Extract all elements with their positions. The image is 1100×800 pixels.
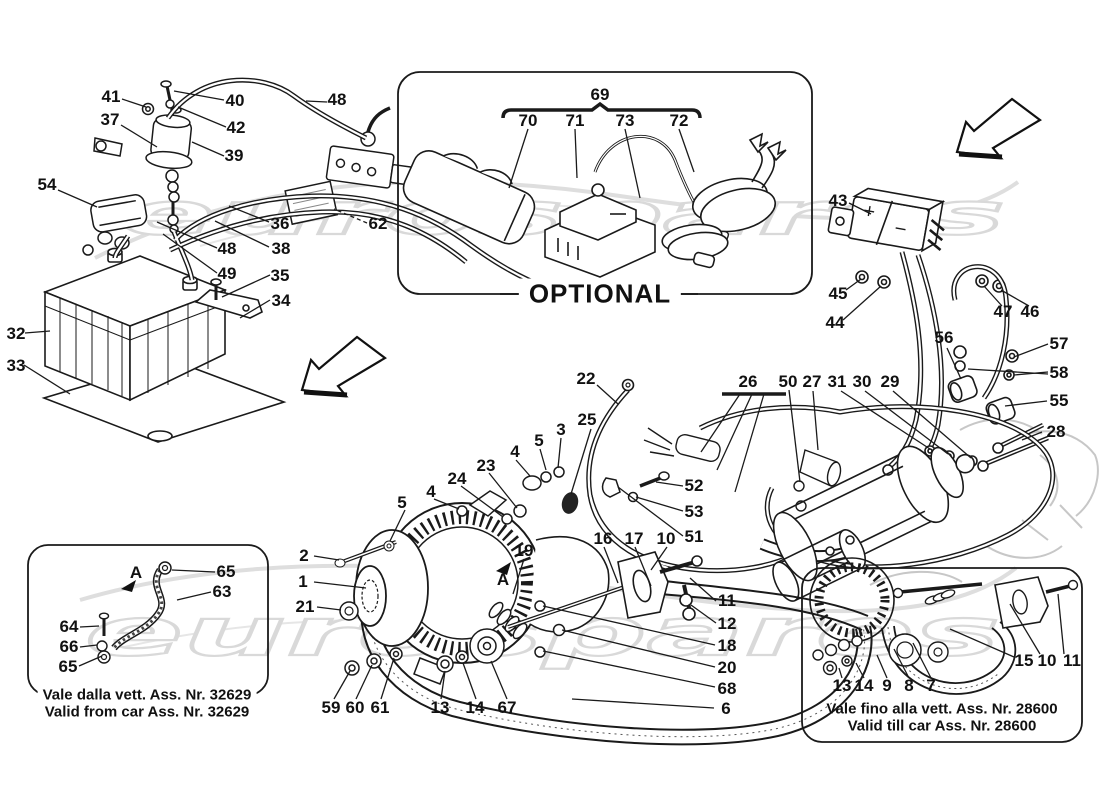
drive-belt [360, 578, 873, 746]
pulley-hardware-row [344, 628, 505, 676]
pivot-bolt-2 [334, 540, 397, 568]
cable-coil-72 [692, 132, 787, 233]
wiring-harness [561, 378, 1056, 574]
cable-coil-73b [661, 223, 729, 269]
leader-lines [23, 90, 1065, 709]
tensioner-bracket-10 [617, 551, 703, 621]
tension-spring [488, 601, 528, 640]
direction-arrow-icon-mid-left [300, 335, 387, 398]
adjuster-screw-52 [601, 471, 670, 503]
battery-cables [112, 77, 559, 296]
inset-till-car-caption-italian: Vale fino alla vett. Ass. Nr. 28600 [826, 700, 1058, 718]
inset-till-car-caption-english: Valid till car Ass. Nr. 28600 [847, 717, 1037, 735]
alternator-drawing [334, 466, 873, 746]
optional-box [397, 71, 813, 295]
optional-box-label: OPTIONAL [518, 278, 682, 310]
direction-arrow-icon-top-right [955, 97, 1042, 160]
ghost-engine-sketch [869, 418, 1099, 586]
charger-case-70 [402, 150, 536, 245]
direction-arrows [300, 97, 1042, 398]
inset-till-car [801, 557, 1083, 743]
inset-from-car-caption-italian: Vale dalla vett. Ass. Nr. 32629 [37, 686, 257, 704]
group-bracket-69 [501, 101, 702, 119]
battery-charger-71 [544, 183, 656, 278]
battery-drawing [41, 247, 287, 443]
starter-motor-drawing [772, 445, 975, 602]
inset-from-car [27, 544, 269, 696]
voltage-regulator-group [827, 187, 1049, 483]
inset-from-car-caption-english: Valid from car Ass. Nr. 32629 [39, 703, 255, 721]
view-arrow-icon-main [496, 562, 511, 575]
spacer-washer-cluster [456, 466, 566, 658]
view-arrow-icon-inset [121, 580, 136, 592]
